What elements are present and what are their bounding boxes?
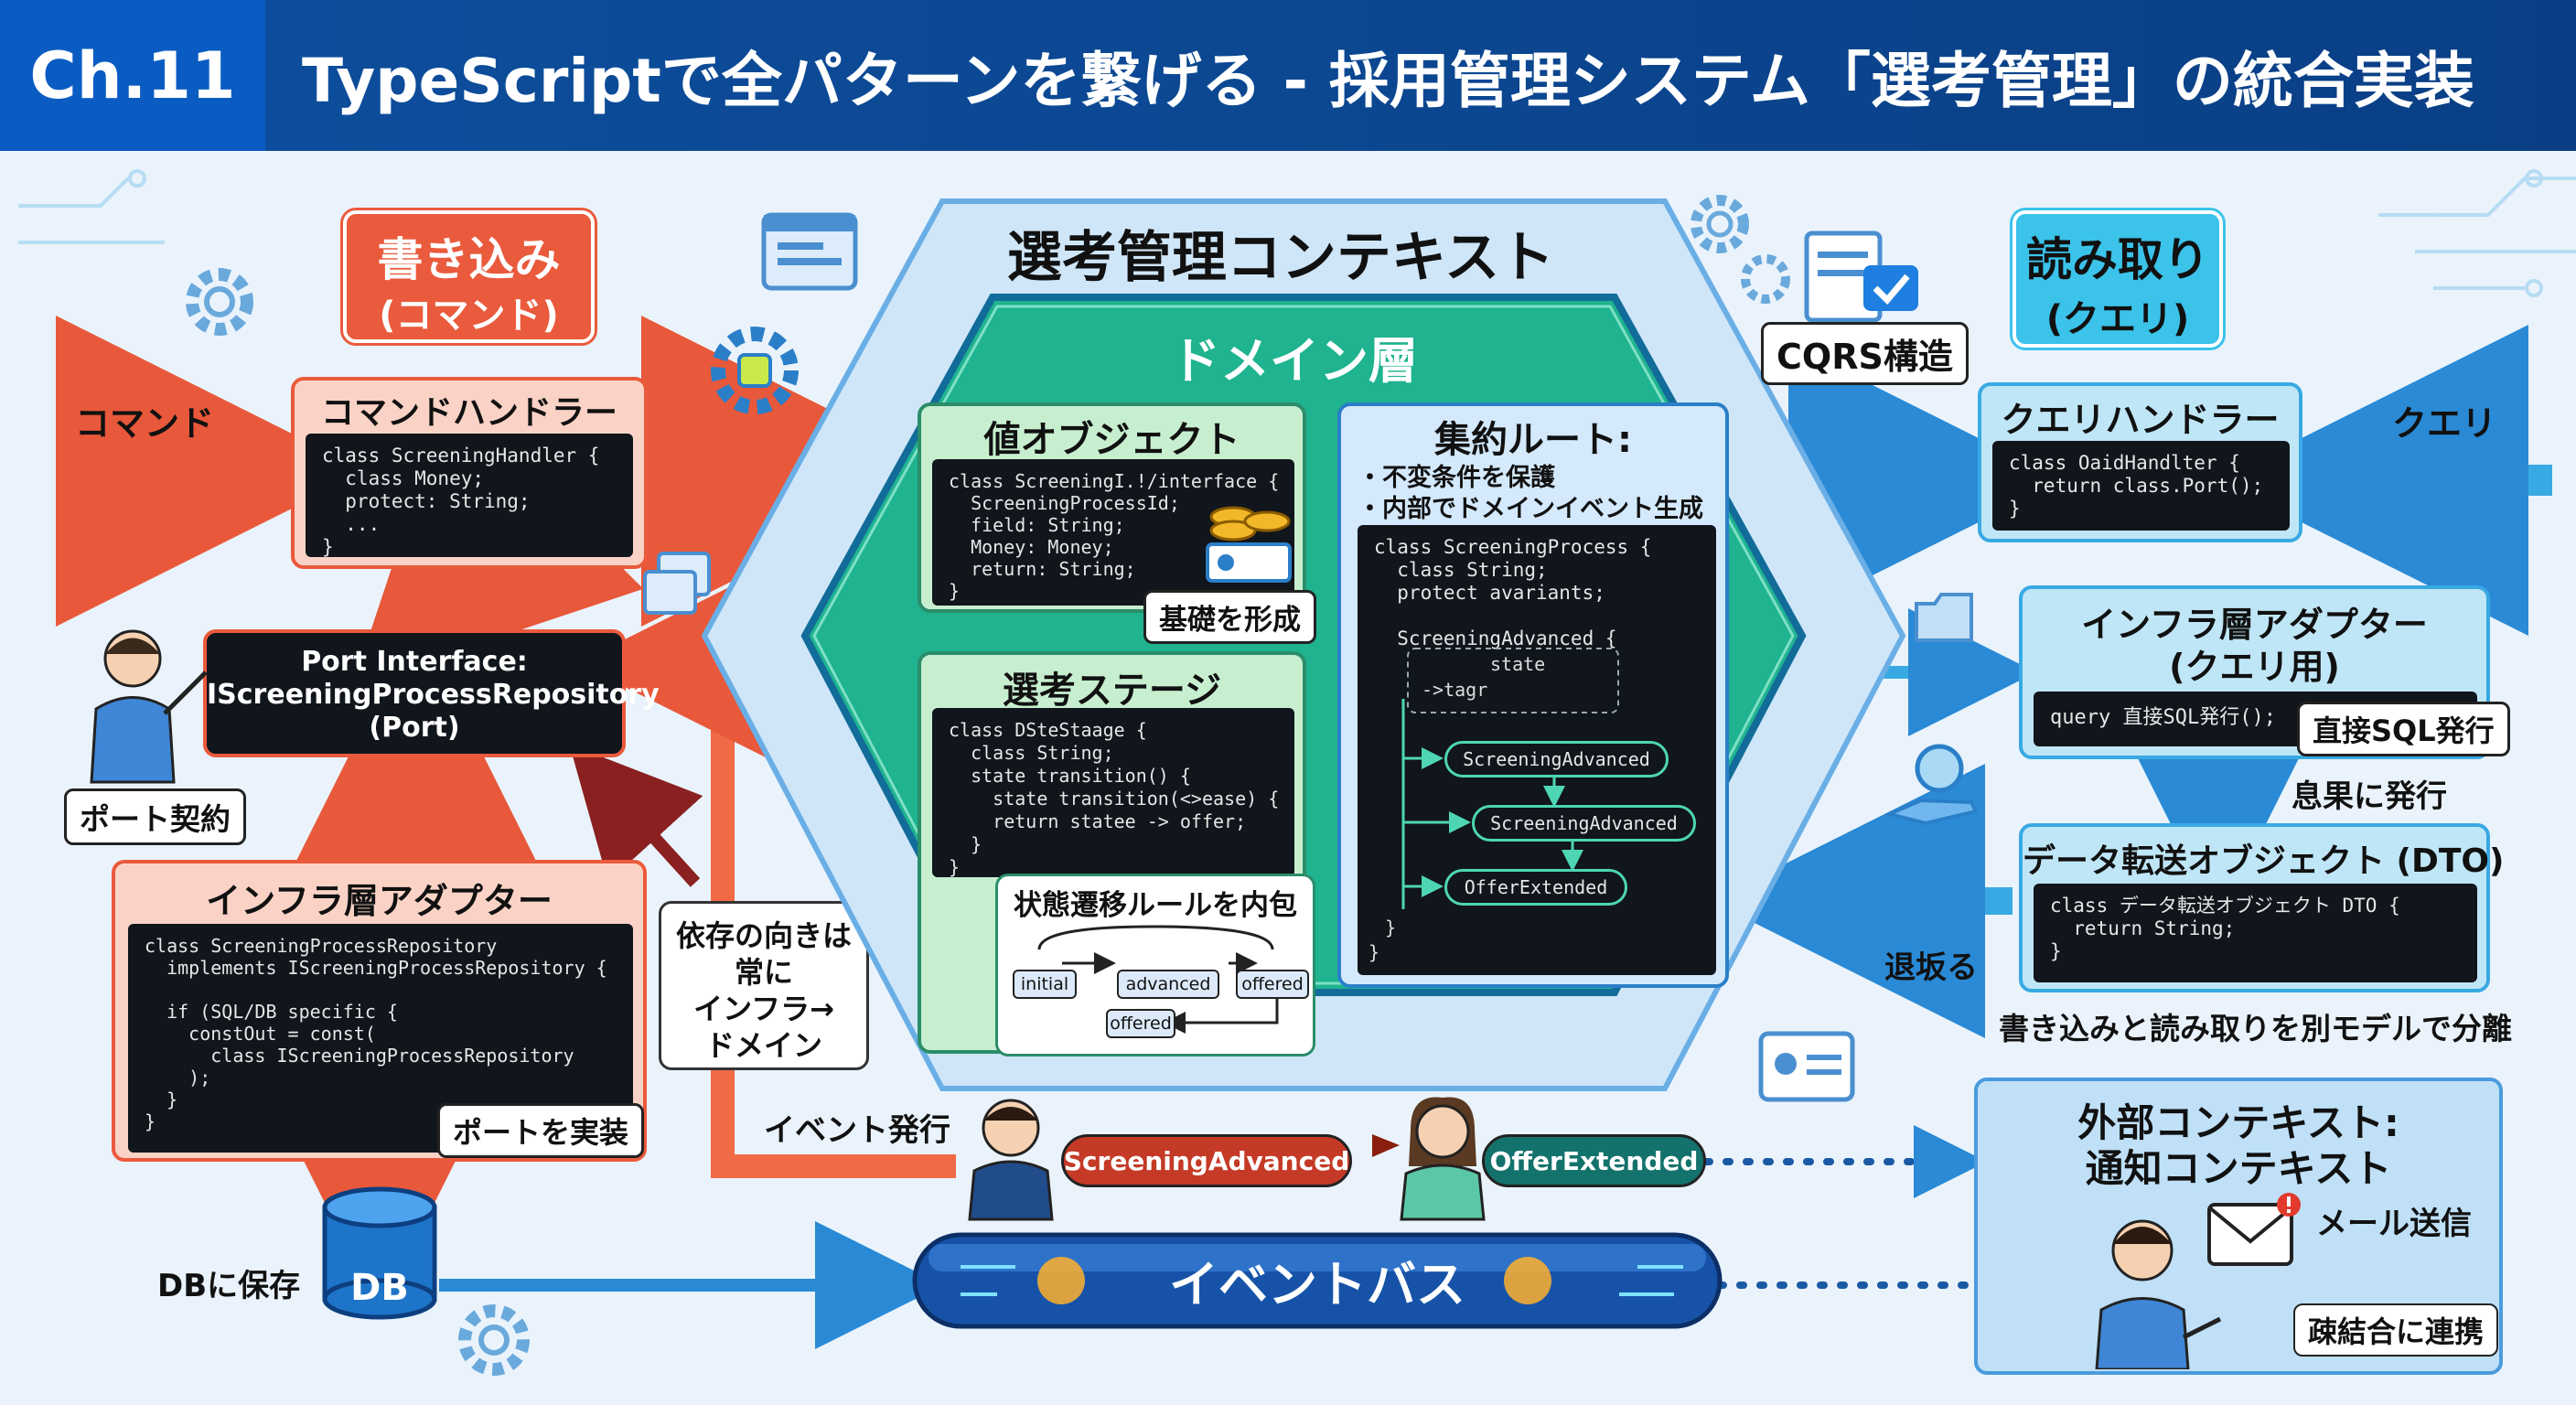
dto-code: class データ転送オブジェクト DTO { return String; }: [2034, 884, 2477, 982]
puzzle-gear-icon: [711, 327, 799, 414]
notified-person-icon: [2095, 1219, 2222, 1369]
result-publish-label: 息果に発行: [2292, 778, 2447, 815]
state-offered-final: offered: [1106, 1009, 1175, 1038]
port-contract-label: ポート契約: [64, 788, 246, 845]
document-check-icon: [1804, 231, 1918, 323]
query-adapter-title: インフラ層アダプター: [2081, 605, 2428, 645]
hand-gear-icon: [1884, 744, 1979, 826]
aggregate-title: 集約ルート:: [1434, 419, 1632, 461]
cqrs-label: CQRS構造: [1761, 322, 1969, 385]
dependency-note-line: インフラ→: [693, 992, 834, 1026]
foundation-tag: 基礎を形成: [1143, 590, 1316, 644]
page-title: TypeScriptで全パターンを繋げる - 採用管理システム「選考管理」の統合…: [302, 45, 2474, 116]
context-title: 選考管理コンテキスト: [1006, 226, 1555, 290]
dependency-note-line: 依存の向きは: [675, 918, 852, 953]
command-adapter-title: インフラ層アダプター: [206, 881, 553, 921]
command-handler-title: コマンドハンドラー: [320, 394, 617, 432]
coins-card-icon: [1206, 506, 1292, 583]
event-node-screening-advanced: ScreeningAdvanced: [1444, 741, 1669, 778]
command-handler-card: コマンドハンドラー class ScreeningHandler { class…: [291, 377, 648, 569]
implements-port-tag: ポートを実装: [437, 1103, 645, 1158]
event-node-screening-advanced: ScreeningAdvanced: [1472, 805, 1696, 842]
browser-window-icon: [761, 212, 858, 291]
db-label: DB: [350, 1267, 409, 1309]
closing-brace: }: [1385, 917, 1397, 938]
gear-icon: [458, 1304, 530, 1376]
header-bar: [0, 0, 2576, 151]
command-input-label: コマンド: [75, 403, 215, 444]
port-line-2: IScreeningProcessRepository: [207, 679, 660, 711]
state-initial: initial: [1013, 970, 1077, 999]
state-transition-rule-box: 状態遷移ルールを内包 initial advanced offered offe…: [995, 874, 1315, 1056]
mail-icon: [2207, 1193, 2301, 1266]
chapter-badge: Ch.11: [0, 0, 265, 151]
stack-cards-icon: [643, 552, 711, 615]
external-title: 外部コンテキスト:: [2077, 1100, 2399, 1145]
value-object-title: 値オブジェクト: [983, 419, 1240, 461]
return-label: 退坂る: [1884, 949, 1978, 986]
query-handler-code: class OaidHandlter { return class.Port()…: [1992, 441, 2290, 531]
aggregate-bullet: ・内部でドメインイベント生成: [1358, 495, 1703, 523]
aggregate-code: class ScreeningProcess { class String; p…: [1374, 536, 1652, 649]
man-person-icon: [968, 1099, 1054, 1221]
query-handler-title: クエリハンドラー: [2001, 400, 2280, 440]
query-adapter-subtitle: (クエリ用): [2169, 647, 2340, 687]
db-save-label: DBに保存: [157, 1268, 301, 1304]
gear-icon: [1741, 254, 1790, 304]
port-line-1: Port Interface:: [301, 646, 528, 678]
write-command-badge: 書き込み (コマンド): [343, 210, 595, 343]
read-badge-sublabel: (クエリ): [2045, 298, 2190, 340]
dto-title: データ転送オブジェクト (DTO): [2023, 842, 2505, 880]
query-input-label: クエリ: [2392, 403, 2497, 444]
write-badge-sublabel: (コマンド): [379, 295, 559, 337]
state-box-text: ->tagr: [1422, 679, 1488, 701]
aggregate-code-panel: class ScreeningProcess { class String; p…: [1358, 525, 1716, 975]
event-bus-pipe: [912, 1232, 1723, 1329]
event-pill-offer-extended: OfferExtended: [1482, 1134, 1706, 1187]
arrow-right-icon: [1372, 1134, 1400, 1157]
aggregate-root-card: 集約ルート: ・不変条件を保護 ・内部でドメインイベント生成 class Scr…: [1337, 402, 1729, 988]
external-subtitle: 通知コンテキスト: [2085, 1146, 2392, 1191]
port-line-3: (Port): [369, 712, 460, 744]
command-handler-code: class ScreeningHandler { class Money; pr…: [306, 434, 633, 557]
event-node-offer-extended: OfferExtended: [1444, 869, 1627, 906]
gear-icon: [1690, 195, 1749, 253]
state-rule-title: 状態遷移ルールを内包: [1014, 889, 1297, 922]
cqrs-separation-note: 書き込みと読み取りを別モデルで分離: [1999, 1011, 2512, 1046]
state-advanced: advanced: [1117, 970, 1219, 999]
event-bus-label: イベントバス: [1169, 1256, 1465, 1314]
query-infra-adapter-card: インフラ層アダプター (クエリ用) query 直接SQL発行(); 直接SQL…: [2019, 585, 2510, 759]
read-badge-label: 読み取り: [2026, 233, 2209, 286]
write-badge-label: 書き込み: [377, 233, 561, 286]
command-infra-adapter-card: インフラ層アダプター class ScreeningProcessReposit…: [112, 860, 647, 1162]
read-query-badge: 読み取り (クエリ): [2012, 210, 2223, 348]
query-handler-card: クエリハンドラー class OaidHandlter { return cla…: [1978, 382, 2302, 542]
aggregate-event-flow: [1401, 648, 1619, 909]
external-context-card: 外部コンテキスト: 通知コンテキスト メール送信 疎結合に連携: [1974, 1078, 2503, 1375]
gear-icon: [186, 268, 253, 336]
dto-card: データ転送オブジェクト (DTO) class データ転送オブジェクト DTO …: [2019, 823, 2505, 992]
state-box-text: state: [1490, 653, 1546, 675]
folder-icon: [1915, 593, 1973, 642]
loose-coupling-tag: 疎結合に連携: [2293, 1303, 2499, 1357]
event-pill-screening-advanced: ScreeningAdvanced: [1061, 1134, 1352, 1187]
stage-title: 選考ステージ: [1002, 670, 1222, 712]
dependency-note-line: 常に: [734, 955, 793, 990]
dependency-note: 依存の向きは 常に インフラ→ ドメイン: [659, 901, 869, 1070]
woman-person-icon: [1400, 1097, 1486, 1221]
mail-send-label: メール送信: [2316, 1206, 2472, 1242]
dependency-note-line: ドメイン: [704, 1028, 822, 1063]
presenter-person-icon: [90, 629, 208, 784]
port-interface-box: Port Interface: IScreeningProcessReposit…: [203, 629, 660, 757]
direct-sql-tag: 直接SQL発行: [2297, 702, 2510, 756]
state-offered: offered: [1236, 970, 1309, 999]
stage-code: class DSteStaage { class String; state t…: [932, 708, 1294, 877]
id-card-icon: [1758, 1031, 1855, 1102]
closing-brace: }: [1368, 941, 1380, 963]
aggregate-bullet: ・不変条件を保護: [1358, 464, 1555, 492]
event-publish-label: イベント発行: [764, 1112, 950, 1149]
database-icon: [322, 1186, 437, 1320]
domain-layer-title: ドメイン層: [1171, 332, 1418, 390]
